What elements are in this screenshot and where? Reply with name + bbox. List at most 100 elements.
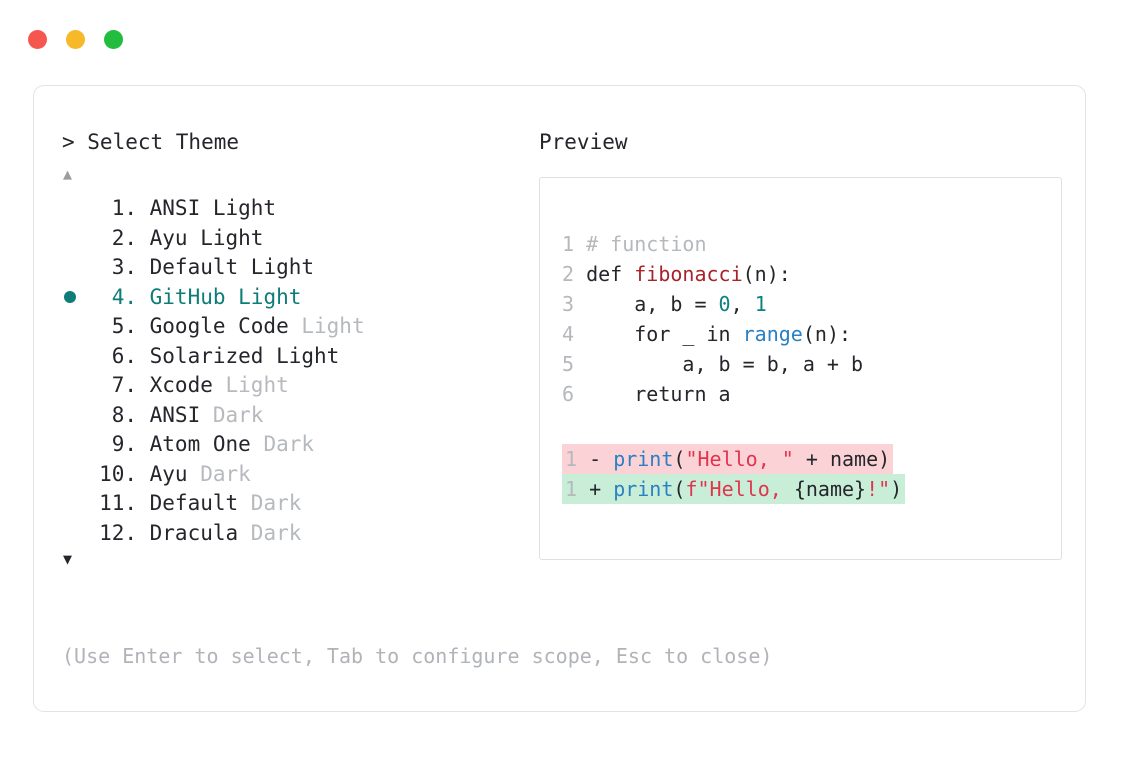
- code-token: ,: [730, 292, 755, 316]
- code-token: (n):: [742, 262, 791, 286]
- code-line: 2 def fibonacci(n):: [562, 259, 863, 289]
- theme-item-name: ANSI: [137, 402, 213, 427]
- code-line: 1 # function: [562, 229, 863, 259]
- line-number: 3: [562, 292, 587, 316]
- code-token: "Hello, ": [685, 447, 794, 471]
- theme-item-variant: Light: [238, 284, 302, 309]
- theme-list-item[interactable]: 11. Default Dark: [62, 489, 532, 519]
- code-line: 5 a, b = b, a + b: [562, 349, 863, 379]
- diff-line-number: 1: [565, 477, 590, 501]
- line-number: 5: [562, 352, 587, 376]
- theme-item-variant: Light: [250, 255, 315, 279]
- line-number: 1: [562, 232, 587, 256]
- maximize-dot[interactable]: [104, 30, 123, 49]
- code-line: 6 return a: [562, 379, 863, 409]
- theme-item-variant: Light: [225, 373, 289, 397]
- theme-item-variant: Light: [301, 314, 365, 338]
- theme-list-item[interactable]: 8. ANSI Dark: [62, 401, 532, 431]
- diff-line-number: 1: [565, 447, 590, 471]
- theme-item-index: 3.: [99, 255, 137, 279]
- theme-item-index: 5.: [99, 314, 137, 338]
- theme-list[interactable]: 1. ANSI Light 2. Ayu Light 3. Default Li…: [62, 194, 532, 548]
- diff-removed-line: 1 - print("Hello, " + name): [562, 444, 894, 474]
- code-token: ): [890, 477, 903, 501]
- theme-item-index: 6.: [99, 343, 137, 368]
- theme-item-index: 4.: [99, 284, 137, 309]
- code-token: return a: [586, 382, 731, 406]
- theme-list-item[interactable]: 9. Atom One Dark: [62, 430, 532, 460]
- theme-item-variant: Dark: [212, 402, 264, 427]
- window-titlebar: [28, 30, 123, 49]
- theme-list-item[interactable]: 7. Xcode Light: [62, 371, 532, 401]
- line-number: 4: [562, 322, 587, 346]
- code-token: a, b = b, a + b: [586, 352, 864, 376]
- code-token: (n):: [802, 322, 852, 346]
- code-token: 1: [754, 292, 767, 316]
- scroll-down-arrow-icon[interactable]: ▼: [63, 550, 73, 568]
- diff-added-line: 1 + print(f"Hello, {name}!"): [562, 474, 906, 504]
- theme-item-name: Google Code: [137, 314, 302, 338]
- preview-title: Preview: [539, 130, 628, 154]
- code-token: def: [586, 262, 635, 286]
- theme-item-variant: Light: [200, 225, 264, 250]
- code-token: f"Hello,: [685, 477, 794, 501]
- theme-item-index: 1.: [99, 196, 137, 220]
- code-token: print: [613, 477, 674, 501]
- theme-item-name: Default: [137, 255, 251, 279]
- theme-list-item[interactable]: 2. Ayu Light: [62, 224, 532, 254]
- theme-item-index: 12.: [99, 520, 137, 545]
- theme-list-item[interactable]: 3. Default Light: [62, 253, 532, 283]
- line-number: 2: [562, 262, 587, 286]
- theme-item-index: 9.: [99, 432, 137, 456]
- code-token: + name): [793, 447, 891, 471]
- theme-item-name: Default: [137, 491, 251, 515]
- line-number: 6: [562, 382, 587, 406]
- theme-list-item[interactable]: 4. GitHub Light: [62, 283, 532, 313]
- diff-marker: -: [589, 447, 614, 471]
- theme-item-variant: Light: [212, 196, 277, 220]
- diff-row-wrap: 1 + print(f"Hello, {name}!"): [562, 474, 906, 504]
- keyboard-hint: (Use Enter to select, Tab to configure s…: [62, 644, 773, 668]
- theme-item-name: Dracula: [137, 520, 251, 545]
- code-token: 0: [718, 292, 731, 316]
- select-theme-prompt: > Select Theme: [62, 130, 240, 154]
- code-token: {name}: [793, 477, 867, 501]
- code-token: fibonacci: [634, 262, 743, 286]
- theme-list-item[interactable]: 6. Solarized Light: [62, 342, 532, 372]
- theme-item-variant: Dark: [250, 520, 302, 545]
- theme-list-item[interactable]: 1. ANSI Light: [62, 194, 532, 224]
- minimize-dot[interactable]: [66, 30, 85, 49]
- theme-list-item[interactable]: 10. Ayu Dark: [62, 460, 532, 490]
- theme-list-item[interactable]: 12. Dracula Dark: [62, 519, 532, 549]
- theme-item-index: 8.: [99, 402, 137, 427]
- theme-item-name: Ayu: [137, 461, 201, 486]
- code-line: 3 a, b = 0, 1: [562, 289, 863, 319]
- theme-item-variant: Dark: [200, 461, 251, 486]
- theme-item-index: 10.: [99, 461, 137, 486]
- selected-bullet-icon: [62, 283, 93, 313]
- close-dot[interactable]: [28, 30, 47, 49]
- theme-item-name: Atom One: [137, 432, 264, 456]
- diff-row-wrap: 1 - print("Hello, " + name): [562, 444, 905, 474]
- code-token: range: [742, 322, 803, 346]
- code-token: (: [673, 477, 686, 501]
- theme-item-name: Ayu: [137, 225, 201, 250]
- code-token: (: [673, 447, 686, 471]
- theme-picker-window: > Select Theme ▲ 1. ANSI Light 2. Ayu Li…: [33, 85, 1086, 712]
- diff-sample: 1 - print("Hello, " + name)1 + print(f"H…: [562, 444, 906, 504]
- code-token: !": [866, 477, 891, 501]
- selected-bullet-dot: [64, 290, 76, 303]
- code-token: for _ in: [586, 322, 743, 346]
- theme-selector-column: > Select Theme ▲ 1. ANSI Light 2. Ayu Li…: [62, 129, 532, 570]
- theme-list-item[interactable]: 5. Google Code Light: [62, 312, 532, 342]
- theme-item-name: Xcode: [137, 373, 226, 397]
- theme-item-variant: Light: [276, 343, 340, 368]
- scroll-up-arrow-icon[interactable]: ▲: [63, 165, 73, 183]
- theme-item-index: 7.: [99, 373, 137, 397]
- theme-item-name: ANSI: [137, 196, 213, 220]
- theme-item-variant: Dark: [250, 491, 302, 515]
- code-line: 4 for _ in range(n):: [562, 319, 863, 349]
